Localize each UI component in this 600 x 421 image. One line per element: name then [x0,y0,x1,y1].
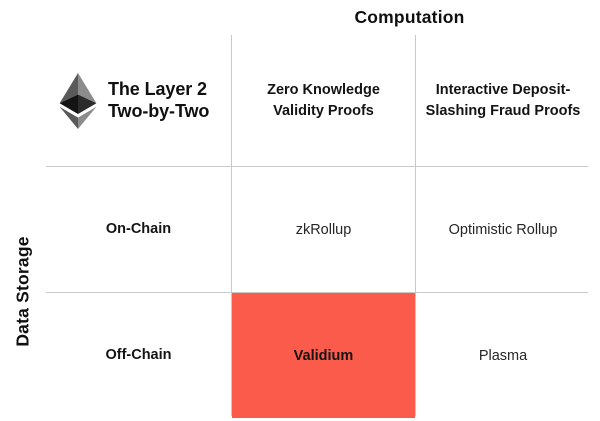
row-header-off-chain: Off-Chain [46,293,231,418]
data-storage-axis-title: Data Storage [0,166,46,416]
ethereum-logo-icon [58,72,98,130]
column-header-zero-knowledge-validity-proofs: Zero Knowledge Validity Proofs [232,35,415,166]
brand-title: The Layer 2 Two-by-Two [108,79,209,123]
two-by-two-matrix: The Layer 2 Two-by-Two Zero Knowledge Va… [46,35,590,418]
computation-axis-title: Computation [354,7,465,27]
brand-title-line-2: Two-by-Two [108,100,210,121]
cell-plasma: Plasma [416,293,590,418]
cell-validium: Validium [232,293,415,418]
cell-zkrollup: zkRollup [232,167,415,292]
data-storage-axis-label: Data Storage [12,235,33,347]
column-header-interactive-deposit-slashing-fraud-proofs: Interactive Deposit- Slashing Fraud Proo… [416,35,590,166]
cell-optimistic-rollup: Optimistic Rollup [416,167,590,292]
row-header-on-chain: On-Chain [46,167,231,292]
brand-title-line-1: The Layer 2 [108,78,207,99]
brand-cell: The Layer 2 Two-by-Two [46,35,231,166]
